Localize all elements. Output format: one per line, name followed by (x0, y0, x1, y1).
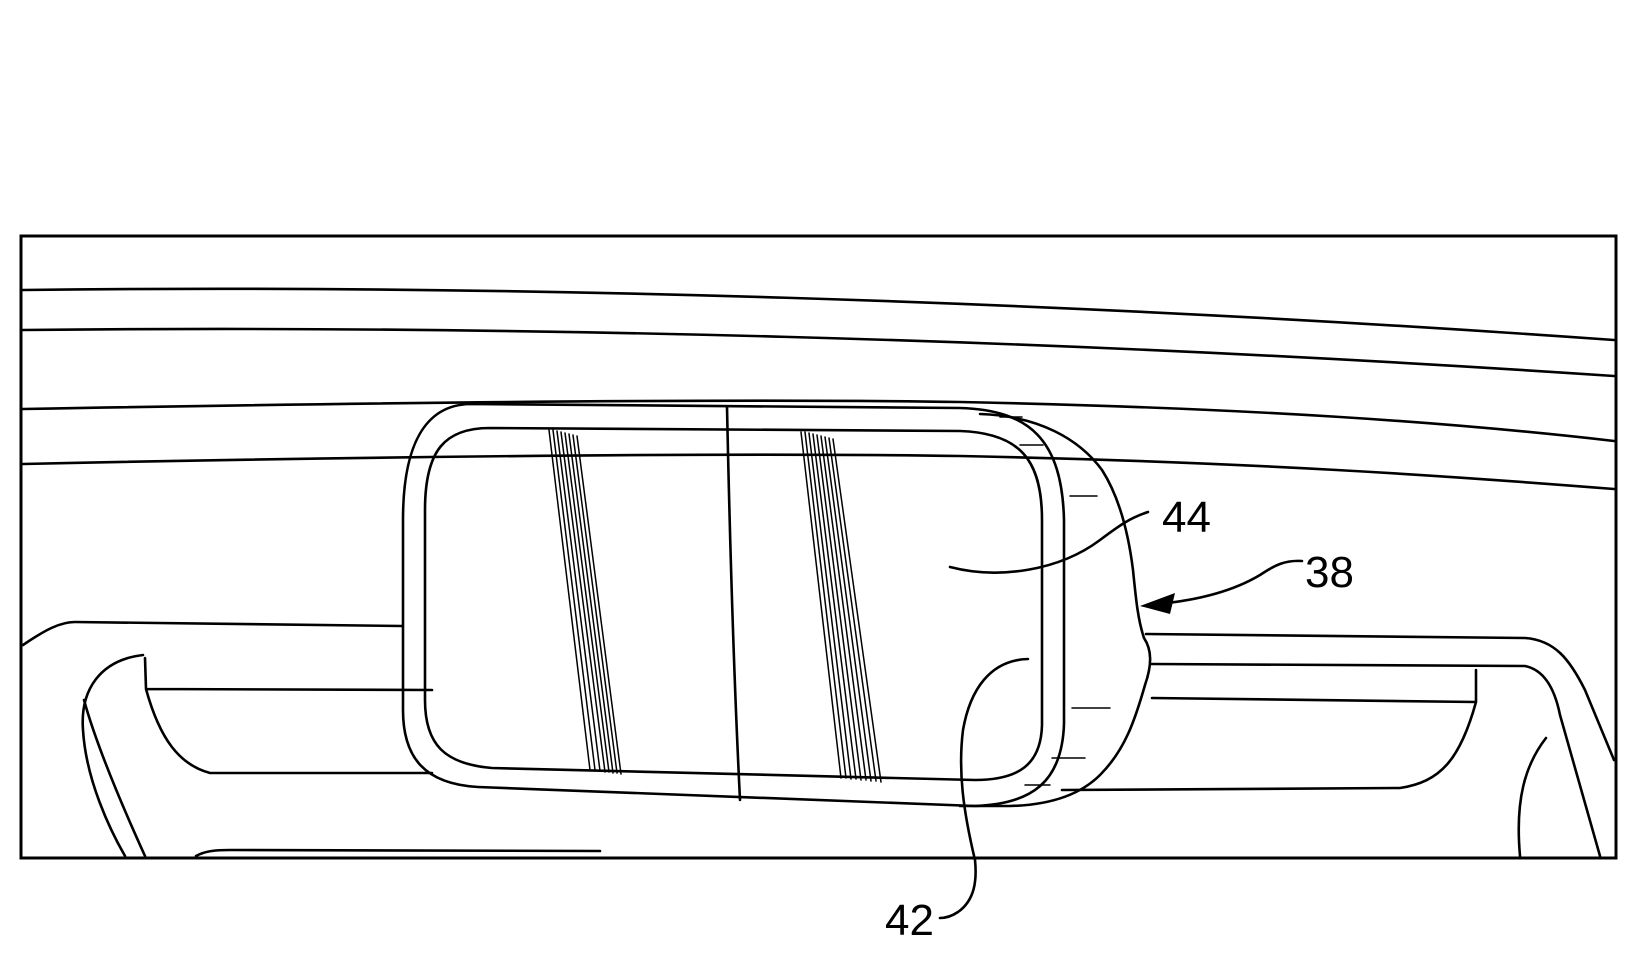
reference-numeral-44: 44 (1162, 493, 1211, 542)
lower-outer-contour-right (1144, 632, 1616, 762)
contour-line-1 (21, 287, 1616, 342)
mirror-outer-frame (401, 402, 1066, 808)
bottom-strip (194, 848, 602, 858)
lower-opening (21, 620, 1616, 858)
reflection-streaks-left (548, 429, 622, 775)
contour-line-4 (21, 453, 1616, 491)
glass-split-line (725, 405, 742, 802)
body-contour-lines (21, 287, 1616, 491)
contour-line-3 (21, 399, 1616, 443)
reference-numeral-42: 42 (885, 896, 934, 945)
lower-recess-right (1060, 668, 1478, 792)
leader-line-38 (1156, 559, 1304, 606)
leader-line-44 (948, 510, 1150, 574)
housing-body (958, 412, 1152, 808)
figure-frame (19, 234, 1618, 860)
reference-numeral-38: 38 (1305, 548, 1354, 597)
lower-outer-contour (21, 620, 404, 647)
mirror-housing-38 (938, 412, 1152, 920)
arrowhead-38 (1140, 593, 1175, 614)
lower-inner-contour-right (1150, 662, 1602, 858)
contour-line-2 (21, 327, 1616, 378)
lower-right-edge (1517, 736, 1548, 858)
mirror-glass-44 (423, 426, 1044, 782)
lower-left-edge (82, 698, 147, 858)
reflection-streaks-right (800, 431, 882, 783)
lower-recess (143, 656, 434, 775)
lower-inner-contour (81, 653, 145, 858)
housing-shade-dashes (999, 416, 1111, 786)
housing-inner-edge (938, 657, 1030, 920)
